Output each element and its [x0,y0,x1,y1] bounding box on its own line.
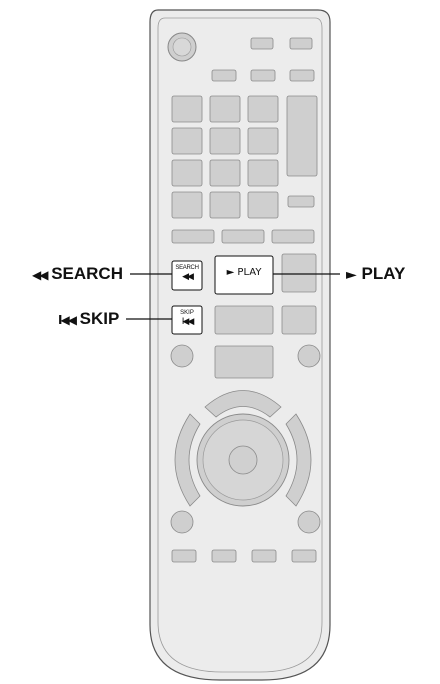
number-button[interactable] [209,159,241,187]
middle-button[interactable] [214,345,274,379]
round-button[interactable] [170,510,194,534]
number-button[interactable] [209,191,241,219]
dpad-up[interactable] [204,390,282,418]
skip-button-glyph: I◀◀ [181,317,195,327]
number-button[interactable] [247,191,279,219]
right-button[interactable] [281,253,317,293]
right-button[interactable] [281,305,317,335]
play-button[interactable] [214,255,274,295]
bottom-button[interactable] [291,549,317,563]
search-callout-text: SEARCH [51,264,123,283]
round-button[interactable] [170,344,194,368]
number-button[interactable] [247,95,279,123]
search-button-top-text: SEARCH [175,265,199,271]
tall-button[interactable] [286,95,318,177]
number-button[interactable] [209,95,241,123]
top-button[interactable] [289,69,315,82]
play-callout-glyph: ► [346,267,357,283]
dpad-right[interactable] [285,413,312,507]
skip-button-label: SKIP I◀◀ [172,310,202,327]
play-callout-text: PLAY [361,264,406,283]
top-button[interactable] [250,69,276,82]
wide-button[interactable] [221,229,265,244]
bottom-button[interactable] [211,549,237,563]
skip-callout: I◀◀ SKIP [58,309,119,329]
stop-button[interactable] [214,305,274,335]
skip-button[interactable] [171,305,203,335]
search-callout: ◀◀ SEARCH [32,264,123,284]
top-button[interactable] [289,37,313,50]
round-button[interactable] [297,344,321,368]
dpad-left[interactable] [174,413,201,507]
search-button[interactable] [171,260,203,291]
search-button-glyph: ◀◀ [182,272,194,282]
search-button-label: SEARCH ◀◀ [172,265,202,282]
number-button[interactable] [171,159,203,187]
number-button[interactable] [247,159,279,187]
wide-button[interactable] [171,229,215,244]
number-button[interactable] [171,95,203,123]
top-button[interactable] [250,37,274,50]
ok-button[interactable] [228,445,258,475]
skip-button-top-text: SKIP [180,310,194,316]
play-button-label: ► PLAY [215,268,273,278]
number-button[interactable] [171,191,203,219]
play-callout: ► PLAY [346,264,405,284]
search-callout-glyph: ◀◀ [32,268,49,282]
round-button[interactable] [297,510,321,534]
small-button[interactable] [287,195,315,208]
skip-callout-text: SKIP [79,309,120,328]
bottom-button[interactable] [171,549,197,563]
top-button[interactable] [211,69,237,82]
skip-callout-glyph: I◀◀ [58,313,77,327]
play-button-text: ► PLAY [226,267,262,278]
number-button[interactable] [209,127,241,155]
wide-button[interactable] [271,229,315,244]
bottom-button[interactable] [251,549,277,563]
number-button[interactable] [171,127,203,155]
number-button[interactable] [247,127,279,155]
